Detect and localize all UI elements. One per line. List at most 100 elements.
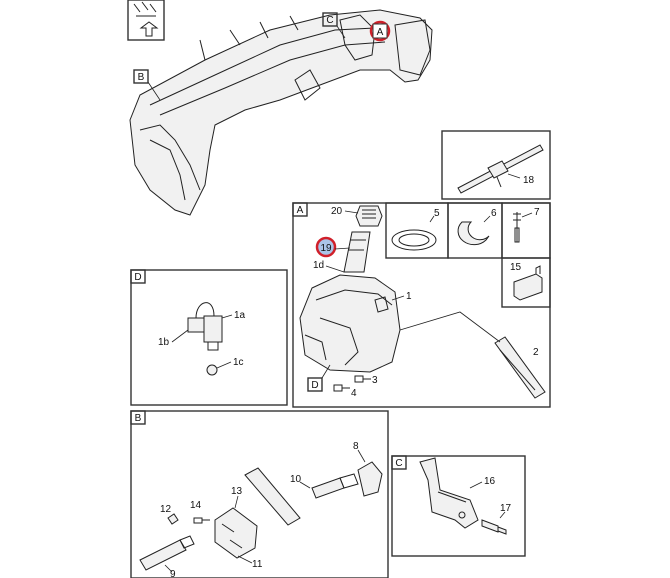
callout-1c-leader (216, 361, 232, 369)
callout-1: 1 (406, 291, 412, 302)
washer-cover (357, 461, 383, 497)
callout-1a-leader (221, 314, 233, 319)
cable-tie-head (487, 160, 509, 179)
tag-d-leader-a (321, 364, 331, 379)
section-d-tag: D (134, 272, 141, 283)
callout-7-leader (521, 212, 533, 218)
sensor-box (501, 202, 551, 259)
washer-pump-connector (187, 317, 205, 333)
callout-6: 6 (491, 208, 497, 219)
bumper-bracket (339, 14, 376, 61)
up-arrow-icon (139, 21, 159, 37)
reservoir-strip (494, 336, 546, 399)
level-sensor (513, 273, 543, 301)
section-b-tag-box (130, 410, 146, 425)
section-a-tag: A (297, 205, 304, 216)
callout-2: 2 (533, 347, 539, 358)
tag-d-box-a (307, 377, 323, 392)
callout-16: 16 (484, 476, 496, 487)
reservoir-tab (374, 296, 389, 313)
filler-cap-ribs (362, 209, 376, 219)
washer-bracket (214, 507, 258, 559)
tag-c-leader (336, 25, 346, 39)
section-b-panel: B 10 8 13 11 12 14 9 (130, 410, 389, 578)
washer-pump-outlet (207, 341, 219, 351)
bumper-ridges (199, 15, 299, 61)
washer-actuator (139, 539, 187, 571)
section-c-tag-box (391, 455, 407, 470)
reservoir-lower-edge (304, 334, 327, 361)
section-d-panel: D 1a 1b 1c (130, 269, 288, 406)
cable-tie-pin (496, 176, 502, 188)
callout-8: 8 (353, 441, 359, 452)
callout-17-leader (499, 511, 506, 519)
callout-4: 4 (351, 388, 357, 399)
washer-nozzle (311, 477, 345, 499)
callout-20: 20 (331, 206, 343, 217)
bumper-end-bracket (394, 19, 431, 76)
washer-gasket (244, 467, 301, 526)
bumper-carrier (129, 9, 433, 216)
callout-10-leader (299, 481, 311, 489)
washer-bracket-holes (221, 523, 243, 549)
washer-actuator-head (179, 535, 195, 549)
filler-neck-rings (348, 239, 366, 251)
bumper-rib-2 (159, 41, 386, 116)
bumper-corner-line-2 (149, 139, 186, 201)
callout-2-connector (399, 311, 501, 343)
section-d-tag-box (130, 269, 146, 284)
tag-a-highlight-ring (369, 20, 391, 42)
callout-9-leader (164, 564, 173, 573)
level-sensor-pin (535, 265, 541, 274)
callout-5-leader (429, 215, 435, 223)
washer-pump-wire (195, 302, 215, 319)
callout-11-leader (237, 555, 253, 564)
callout-13-leader (234, 495, 239, 509)
callout-1b: 1b (158, 337, 170, 348)
callout-1a: 1a (234, 310, 246, 321)
section-c-panel: C 16 17 (391, 455, 526, 557)
callout-1b-leader (171, 329, 189, 343)
filler-cap (355, 205, 383, 227)
callout-1d-leader (325, 265, 345, 273)
tag-b-leader (147, 81, 161, 101)
tag-c-box (322, 12, 338, 27)
cable-tie-panel: 18 (441, 130, 551, 200)
temp-sensor (513, 212, 521, 243)
thumbnail-frame (127, 0, 165, 41)
seal-ring-inner (398, 233, 430, 247)
washer-nozzle-tip (339, 473, 359, 489)
callout-13: 13 (231, 486, 243, 497)
washer-reservoir (299, 274, 401, 373)
section-c-tag: C (395, 458, 402, 469)
tag-b-box (133, 69, 149, 84)
reservoir-pump-mount (319, 317, 359, 366)
bolt-4 (333, 384, 350, 392)
callout-9: 9 (170, 569, 176, 578)
bumper-corner-line (139, 124, 201, 191)
callout-12: 12 (160, 504, 172, 515)
level-sensor-box (501, 257, 551, 308)
section-c-frame (391, 455, 526, 557)
callout-17: 17 (500, 503, 512, 514)
callout-10: 10 (290, 474, 302, 485)
tag-c-label: C (326, 15, 333, 26)
callout-14: 14 (190, 500, 202, 511)
callout-20-leader (344, 210, 359, 214)
callout-5: 5 (434, 208, 440, 219)
callout-8-leader (357, 449, 366, 463)
callout-19-leader (334, 247, 351, 250)
mounting-bracket-bend (437, 491, 467, 503)
section-b-tag: B (135, 413, 142, 424)
bumper-rib-1 (149, 27, 376, 106)
callout-19-highlight (315, 236, 337, 258)
tag-d-label-a: D (311, 380, 318, 391)
clip-12 (167, 513, 179, 525)
callout-1d: 1d (313, 260, 324, 271)
mounting-bracket (419, 457, 479, 529)
callout-19: 19 (320, 243, 332, 254)
callout-18-leader (507, 173, 521, 179)
filler-neck (343, 231, 371, 273)
bolt-3 (354, 375, 371, 383)
